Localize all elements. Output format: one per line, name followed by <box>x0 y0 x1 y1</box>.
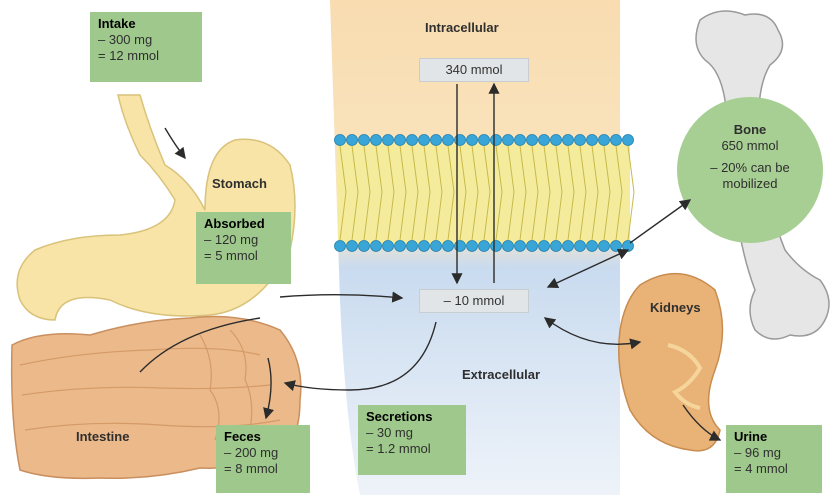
membrane-bead <box>623 135 634 146</box>
membrane-bead <box>467 135 478 146</box>
urine-line1: – 96 mg <box>734 445 814 461</box>
feces-title: Feces <box>224 429 302 445</box>
urine-line2: = 4 mmol <box>734 461 814 477</box>
membrane-bead <box>395 135 406 146</box>
secretions-line1: – 30 mg <box>366 425 458 441</box>
cell-membrane <box>335 135 635 252</box>
membrane-bead <box>335 241 346 252</box>
membrane-bead <box>431 135 442 146</box>
absorbed-box: Absorbed – 120 mg = 5 mmol <box>196 212 291 284</box>
membrane-bead <box>479 135 490 146</box>
membrane-bead <box>575 135 586 146</box>
membrane-bead <box>503 241 514 252</box>
membrane-bead <box>419 241 430 252</box>
intake-line1: – 300 mg <box>98 32 194 48</box>
bone-line2: – 20% can be <box>688 160 812 176</box>
membrane-bead <box>599 241 610 252</box>
intake-box: Intake – 300 mg = 12 mmol <box>90 12 202 82</box>
membrane-bead <box>611 135 622 146</box>
membrane-bead <box>515 135 526 146</box>
extracellular-label: Extracellular <box>462 367 540 382</box>
secretions-line2: = 1.2 mmol <box>366 441 458 457</box>
feces-line1: – 200 mg <box>224 445 302 461</box>
membrane-bead <box>467 241 478 252</box>
membrane-bead <box>491 135 502 146</box>
membrane-bead <box>443 135 454 146</box>
bone-line3: mobilized <box>688 176 812 192</box>
membrane-bead <box>563 135 574 146</box>
feces-box: Feces – 200 mg = 8 mmol <box>216 425 310 493</box>
intracellular-value: 340 mmol <box>419 58 529 82</box>
membrane-bead <box>371 135 382 146</box>
membrane-bead <box>491 241 502 252</box>
stomach-label: Stomach <box>212 176 267 191</box>
absorbed-line1: – 120 mg <box>204 232 283 248</box>
membrane-bead <box>407 241 418 252</box>
membrane-bead <box>503 135 514 146</box>
extracellular-value: – 10 mmol <box>419 289 529 313</box>
membrane-bead <box>359 135 370 146</box>
urine-box: Urine – 96 mg = 4 mmol <box>726 425 822 493</box>
bone-line1: 650 mmol <box>688 138 812 154</box>
arrow-to-bone <box>630 200 690 243</box>
membrane-bead <box>575 241 586 252</box>
membrane-bead <box>599 135 610 146</box>
membrane-bead <box>455 241 466 252</box>
urine-title: Urine <box>734 429 814 445</box>
arrow-intake <box>165 128 185 158</box>
membrane-bead <box>563 241 574 252</box>
absorbed-title: Absorbed <box>204 216 283 232</box>
membrane-bead <box>551 241 562 252</box>
bone-title: Bone <box>688 122 812 138</box>
membrane-bead <box>347 135 358 146</box>
membrane-bead <box>347 241 358 252</box>
membrane-bead <box>587 135 598 146</box>
membrane-bead <box>479 241 490 252</box>
membrane-bead <box>383 241 394 252</box>
membrane-bead <box>455 135 466 146</box>
membrane-bead <box>359 241 370 252</box>
membrane-bead <box>443 241 454 252</box>
membrane-bead <box>551 135 562 146</box>
membrane-bead <box>371 241 382 252</box>
membrane-bead <box>527 135 538 146</box>
intake-title: Intake <box>98 16 194 32</box>
feces-line2: = 8 mmol <box>224 461 302 477</box>
bone-text: Bone 650 mmol – 20% can be mobilized <box>688 122 812 192</box>
membrane-bead <box>335 135 346 146</box>
membrane-bead <box>539 241 550 252</box>
kidneys-label: Kidneys <box>650 300 701 315</box>
intake-line2: = 12 mmol <box>98 48 194 64</box>
intracellular-label: Intracellular <box>425 20 499 35</box>
membrane-bead <box>383 135 394 146</box>
secretions-box: Secretions – 30 mg = 1.2 mmol <box>358 405 466 475</box>
membrane-bead <box>407 135 418 146</box>
membrane-bead <box>431 241 442 252</box>
stomach-shape <box>17 95 295 320</box>
membrane-bead <box>587 241 598 252</box>
absorbed-line2: = 5 mmol <box>204 248 283 264</box>
membrane-bead <box>611 241 622 252</box>
membrane-bead <box>539 135 550 146</box>
membrane-bead <box>419 135 430 146</box>
secretions-title: Secretions <box>366 409 458 425</box>
membrane-bead <box>395 241 406 252</box>
intestine-label: Intestine <box>76 429 129 444</box>
membrane-bead <box>515 241 526 252</box>
membrane-bead <box>527 241 538 252</box>
